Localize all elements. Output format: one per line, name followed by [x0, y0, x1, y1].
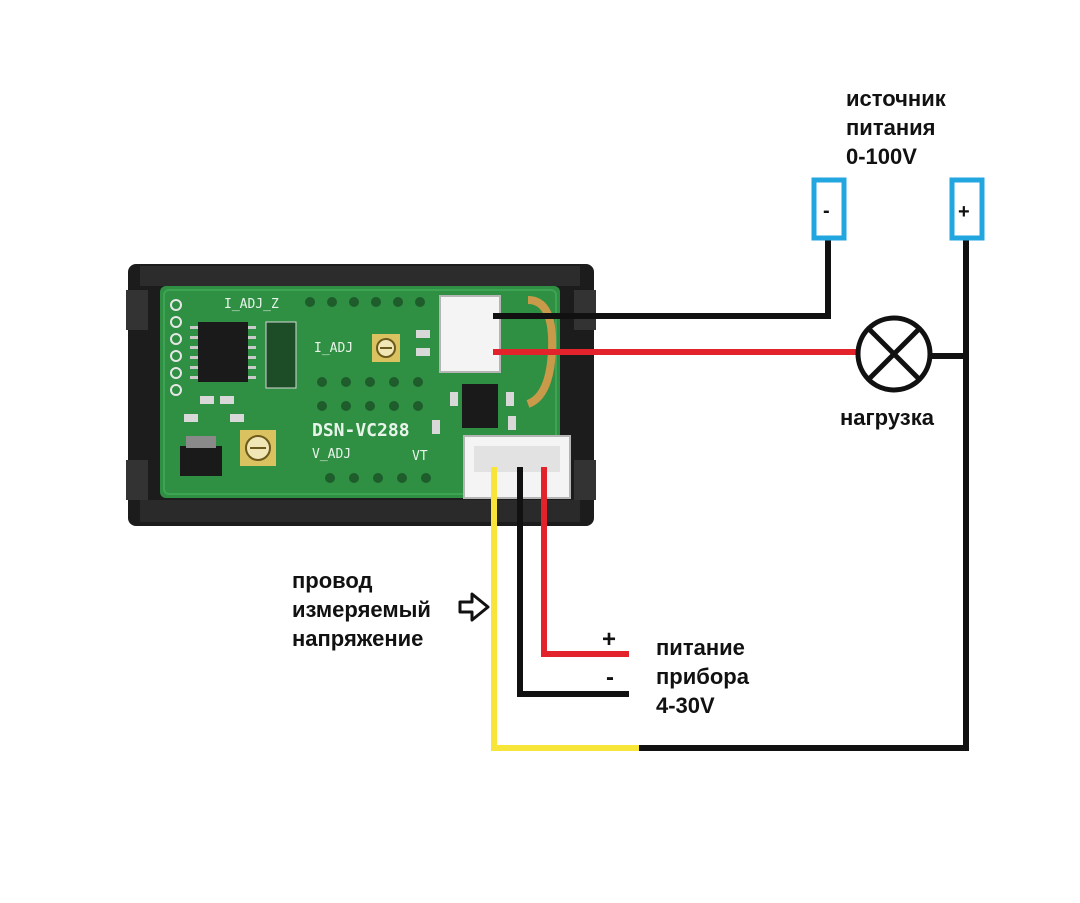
- wire-probe-yellow: [491, 467, 639, 751]
- meter-clip-right-bottom: [574, 460, 596, 500]
- pcb-regulator-tab: [186, 436, 216, 448]
- pcb-vt-label: VT: [412, 449, 428, 464]
- meter-clip-right: [574, 290, 596, 330]
- supply-minus-sign: -: [606, 664, 614, 691]
- pcb-resistor-array: [265, 321, 297, 389]
- probe-wire-label: провод измеряемый напряжение: [292, 566, 431, 653]
- pcb-edge-pads: [170, 299, 182, 396]
- wires: [491, 235, 969, 751]
- pcb-hole-row: [305, 297, 431, 483]
- pcb-smd-components: [184, 330, 516, 434]
- wire-supply-plus: [541, 467, 629, 657]
- pcb-i-adj-label: I_ADJ: [314, 341, 353, 356]
- probe-wire-label-line1: провод: [292, 568, 373, 593]
- device-supply-label-line3: 4-30V: [656, 693, 715, 718]
- pcb-main-chip: [198, 322, 248, 382]
- meter-clip-left-bottom: [126, 460, 148, 500]
- pcb-board-highlight: [163, 289, 557, 495]
- pcb-i-adj-z-label: I_ADJ_Z: [224, 297, 279, 312]
- meter-housing-bottom-rim: [140, 500, 580, 522]
- pcb-chip-pins: [190, 326, 256, 379]
- device-supply-label: питание прибора 4-30V: [656, 633, 749, 720]
- device-supply-label-line1: питание: [656, 635, 745, 660]
- power-source-label: источник питания 0-100V: [846, 84, 946, 171]
- wire-source-plus: [637, 235, 969, 751]
- measure-connector: [439, 295, 501, 373]
- wire-supply-minus: [517, 467, 629, 697]
- supply-plus-sign: +: [602, 626, 617, 653]
- pcb-regulator: [180, 446, 222, 476]
- voltmeter-module: I_ADJ_Z I_ADJ DSN-VC288 V_ADJ VT: [126, 264, 596, 526]
- wire-source-minus: [493, 237, 831, 319]
- pcb-v-adj-label: V_ADJ: [312, 447, 351, 462]
- meter-clip-left: [126, 290, 148, 330]
- source-plus-sign: +: [958, 201, 970, 223]
- source-minus-sign: -: [823, 200, 830, 222]
- power-source-label-line2: питания: [846, 115, 936, 140]
- pcb-model-label: DSN-VC288: [312, 420, 410, 441]
- load-label: нагрузка: [840, 405, 934, 430]
- power-source-label-line1: источник: [846, 86, 946, 111]
- probe-wire-label-line2: измеряемый: [292, 597, 431, 622]
- probe-arrow-icon: [458, 592, 490, 622]
- pcb-small-chip: [462, 384, 498, 428]
- meter-housing-top-rim: [140, 266, 580, 286]
- current-adjust-potentiometer: [372, 334, 400, 362]
- device-supply-label-line2: прибора: [656, 664, 749, 689]
- power-source-label-line3: 0-100V: [846, 144, 917, 169]
- load-lamp-icon: [855, 315, 933, 393]
- voltage-adjust-potentiometer: [240, 430, 276, 466]
- source-minus-terminal: -: [811, 177, 847, 241]
- source-plus-terminal: +: [949, 177, 985, 241]
- probe-wire-label-line3: напряжение: [292, 626, 424, 651]
